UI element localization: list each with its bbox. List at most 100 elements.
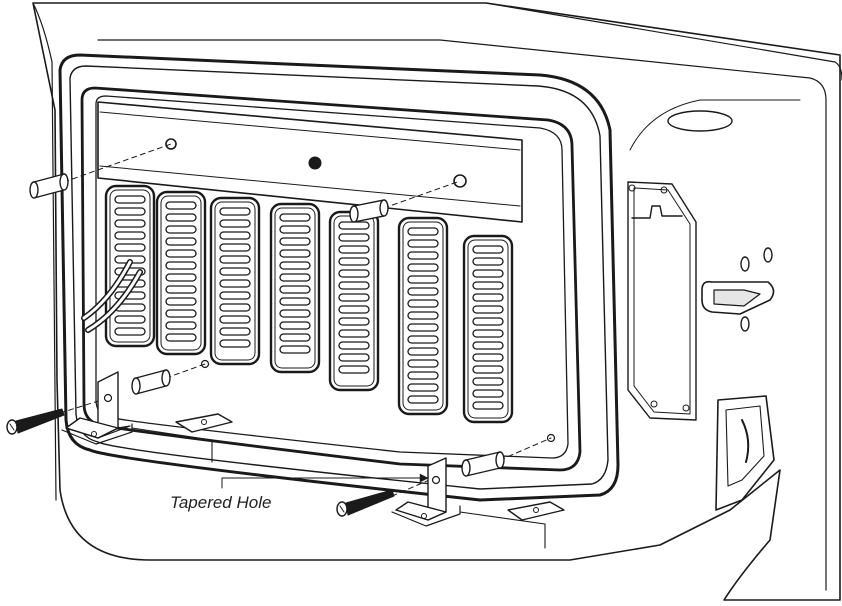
grille-slot — [219, 267, 251, 276]
spacer — [349, 199, 389, 223]
screw-right — [336, 489, 395, 517]
grille-slot — [279, 249, 311, 258]
grille-slot — [338, 329, 370, 338]
grille-slot — [407, 395, 439, 404]
grille-slot — [472, 281, 504, 290]
grille-slot — [407, 275, 439, 284]
grille-slot — [114, 207, 146, 216]
grille-slot — [114, 243, 146, 252]
grille-slot — [279, 309, 311, 318]
grille-slot — [279, 321, 311, 330]
grille-slot — [338, 305, 370, 314]
grille-slot — [472, 341, 504, 350]
grille-slot — [472, 317, 504, 326]
grille-slot — [165, 249, 197, 258]
grille-slot — [165, 309, 197, 318]
grille-column — [209, 196, 261, 366]
spacer — [461, 451, 505, 477]
grille-slot — [407, 251, 439, 260]
grille-slot — [165, 201, 197, 210]
door-check-pocket — [715, 395, 775, 511]
door-latch — [701, 247, 775, 332]
grille-slot — [279, 237, 311, 246]
grille-slot — [114, 231, 146, 240]
grille-slot — [279, 297, 311, 306]
grille-slot — [219, 207, 251, 216]
grille-slot — [338, 269, 370, 278]
grille-slot — [279, 225, 311, 234]
grille-slot — [219, 231, 251, 240]
grille-column — [269, 202, 321, 374]
grille-slot — [165, 237, 197, 246]
grille-slot — [165, 285, 197, 294]
grille-columns — [104, 184, 514, 424]
grille-slot — [165, 333, 197, 342]
grille-slot — [338, 245, 370, 254]
grille-slot — [338, 365, 370, 374]
grille-slot — [219, 327, 251, 336]
grille-slot — [219, 339, 251, 348]
grille-slot — [338, 233, 370, 242]
grille-slot — [219, 243, 251, 252]
grille-slot — [165, 261, 197, 270]
wire-harness — [81, 259, 143, 333]
hole-top-center — [308, 156, 322, 170]
grille-column — [155, 190, 207, 356]
grille-slot — [219, 219, 251, 228]
hole-top-left — [165, 138, 177, 150]
screw-left — [6, 408, 65, 435]
alignment-lines — [59, 143, 552, 497]
spacer — [131, 369, 171, 395]
grille-slot — [472, 329, 504, 338]
grille-slot — [338, 317, 370, 326]
hole-top-right — [453, 174, 467, 188]
grille-slot — [279, 285, 311, 294]
grille-slot — [165, 273, 197, 282]
grille-slot — [114, 195, 146, 204]
grille-slot — [279, 261, 311, 270]
grille-slot — [279, 273, 311, 282]
grille-slot — [279, 213, 311, 222]
grille-slot — [407, 323, 439, 332]
grille-slot — [338, 281, 370, 290]
callout-label-tapered-hole: Tapered Hole — [170, 493, 271, 512]
grille-slot — [472, 269, 504, 278]
grille-slot — [219, 255, 251, 264]
grille-slot — [407, 239, 439, 248]
grille-slot — [472, 305, 504, 314]
grille-slot — [407, 263, 439, 272]
grille-slot — [472, 353, 504, 362]
grille-column — [328, 210, 380, 392]
grille-slot — [407, 383, 439, 392]
grille-slot — [472, 257, 504, 266]
grille-slot — [219, 291, 251, 300]
grille-slot — [407, 371, 439, 380]
callout-leader — [221, 473, 429, 489]
grille-slot — [472, 377, 504, 386]
grille-slot — [407, 311, 439, 320]
grille-slot — [114, 315, 146, 324]
grille-slot — [219, 279, 251, 288]
bracket-left — [61, 371, 233, 463]
grille-column — [397, 216, 449, 416]
grille-slot — [165, 321, 197, 330]
grille-slot — [407, 227, 439, 236]
grille-slot — [338, 341, 370, 350]
grille-slot — [407, 347, 439, 356]
door-hinge-plate — [627, 181, 697, 421]
grille-slot — [279, 333, 311, 342]
grille-slot — [114, 327, 146, 336]
bracket-right — [391, 457, 565, 549]
spacers — [29, 173, 505, 477]
grille-slot — [338, 221, 370, 230]
grille-slot — [219, 303, 251, 312]
grille-slot — [407, 335, 439, 344]
grille-slot — [472, 245, 504, 254]
grille-slot — [165, 213, 197, 222]
grille-slot — [338, 293, 370, 302]
grille-slot — [407, 287, 439, 296]
grille-slot — [219, 315, 251, 324]
grille-slot — [407, 299, 439, 308]
grille-slot — [472, 401, 504, 410]
grille-slot — [472, 389, 504, 398]
